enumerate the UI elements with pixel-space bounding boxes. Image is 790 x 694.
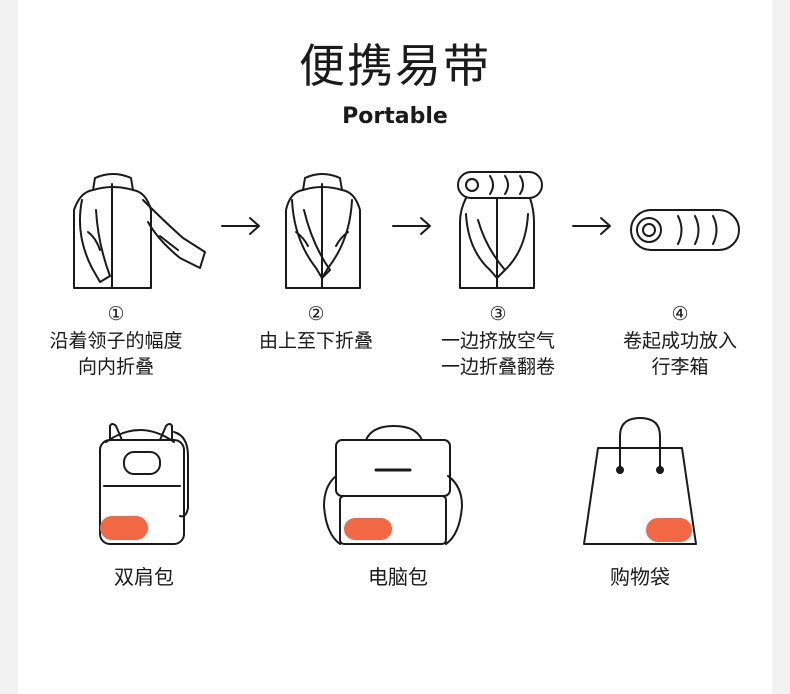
step-caption-line: 行李箱 bbox=[651, 356, 709, 378]
content-card bbox=[18, 0, 772, 694]
bag-label-shopping-bag: 购物袋 bbox=[610, 565, 670, 589]
bag-label-backpack: 双肩包 bbox=[114, 565, 174, 589]
jacket-folded-arms-icon bbox=[285, 173, 361, 289]
step-caption-3: 一边挤放空气 一边折叠翻卷 bbox=[398, 328, 598, 380]
shopping-bag-accent-patch bbox=[646, 518, 692, 542]
step-caption-line: 卷起成功放入 bbox=[622, 330, 737, 352]
step-caption-2: 由上至下折叠 bbox=[216, 328, 416, 354]
step-caption-line: 一边折叠翻卷 bbox=[440, 356, 555, 378]
arrow-right-icon bbox=[221, 217, 260, 235]
arrow-right-icon bbox=[572, 217, 611, 235]
jacket-rolling-icon bbox=[457, 171, 543, 289]
arrow-right-icon bbox=[392, 217, 431, 235]
backpack-accent-patch bbox=[100, 516, 148, 540]
step-number-1: ① bbox=[107, 303, 125, 325]
step-caption-line: 沿着领子的幅度 bbox=[49, 330, 183, 352]
step-caption-line: 由上至下折叠 bbox=[258, 330, 373, 352]
shopping-bag-icon bbox=[583, 417, 697, 545]
step-number-4: ④ bbox=[671, 303, 689, 325]
step-number-3: ③ bbox=[489, 303, 507, 325]
step-caption-4: 卷起成功放入 行李箱 bbox=[580, 328, 780, 380]
step-number-2: ② bbox=[307, 303, 325, 325]
jacket-open-icon bbox=[73, 173, 206, 289]
jacket-rolled-icon bbox=[630, 209, 740, 251]
page-title: 便携易带 bbox=[299, 39, 491, 93]
step-caption-1: 沿着领子的幅度 向内折叠 bbox=[16, 328, 216, 380]
step-caption-line: 一边挤放空气 bbox=[440, 330, 555, 352]
laptop-bag-icon bbox=[323, 425, 463, 545]
bag-label-laptop-bag: 电脑包 bbox=[368, 565, 428, 589]
laptop-bag-accent-patch bbox=[344, 518, 392, 540]
step-caption-line: 向内折叠 bbox=[77, 356, 154, 378]
backpack-icon bbox=[99, 423, 189, 545]
page-subtitle: Portable bbox=[342, 104, 448, 129]
